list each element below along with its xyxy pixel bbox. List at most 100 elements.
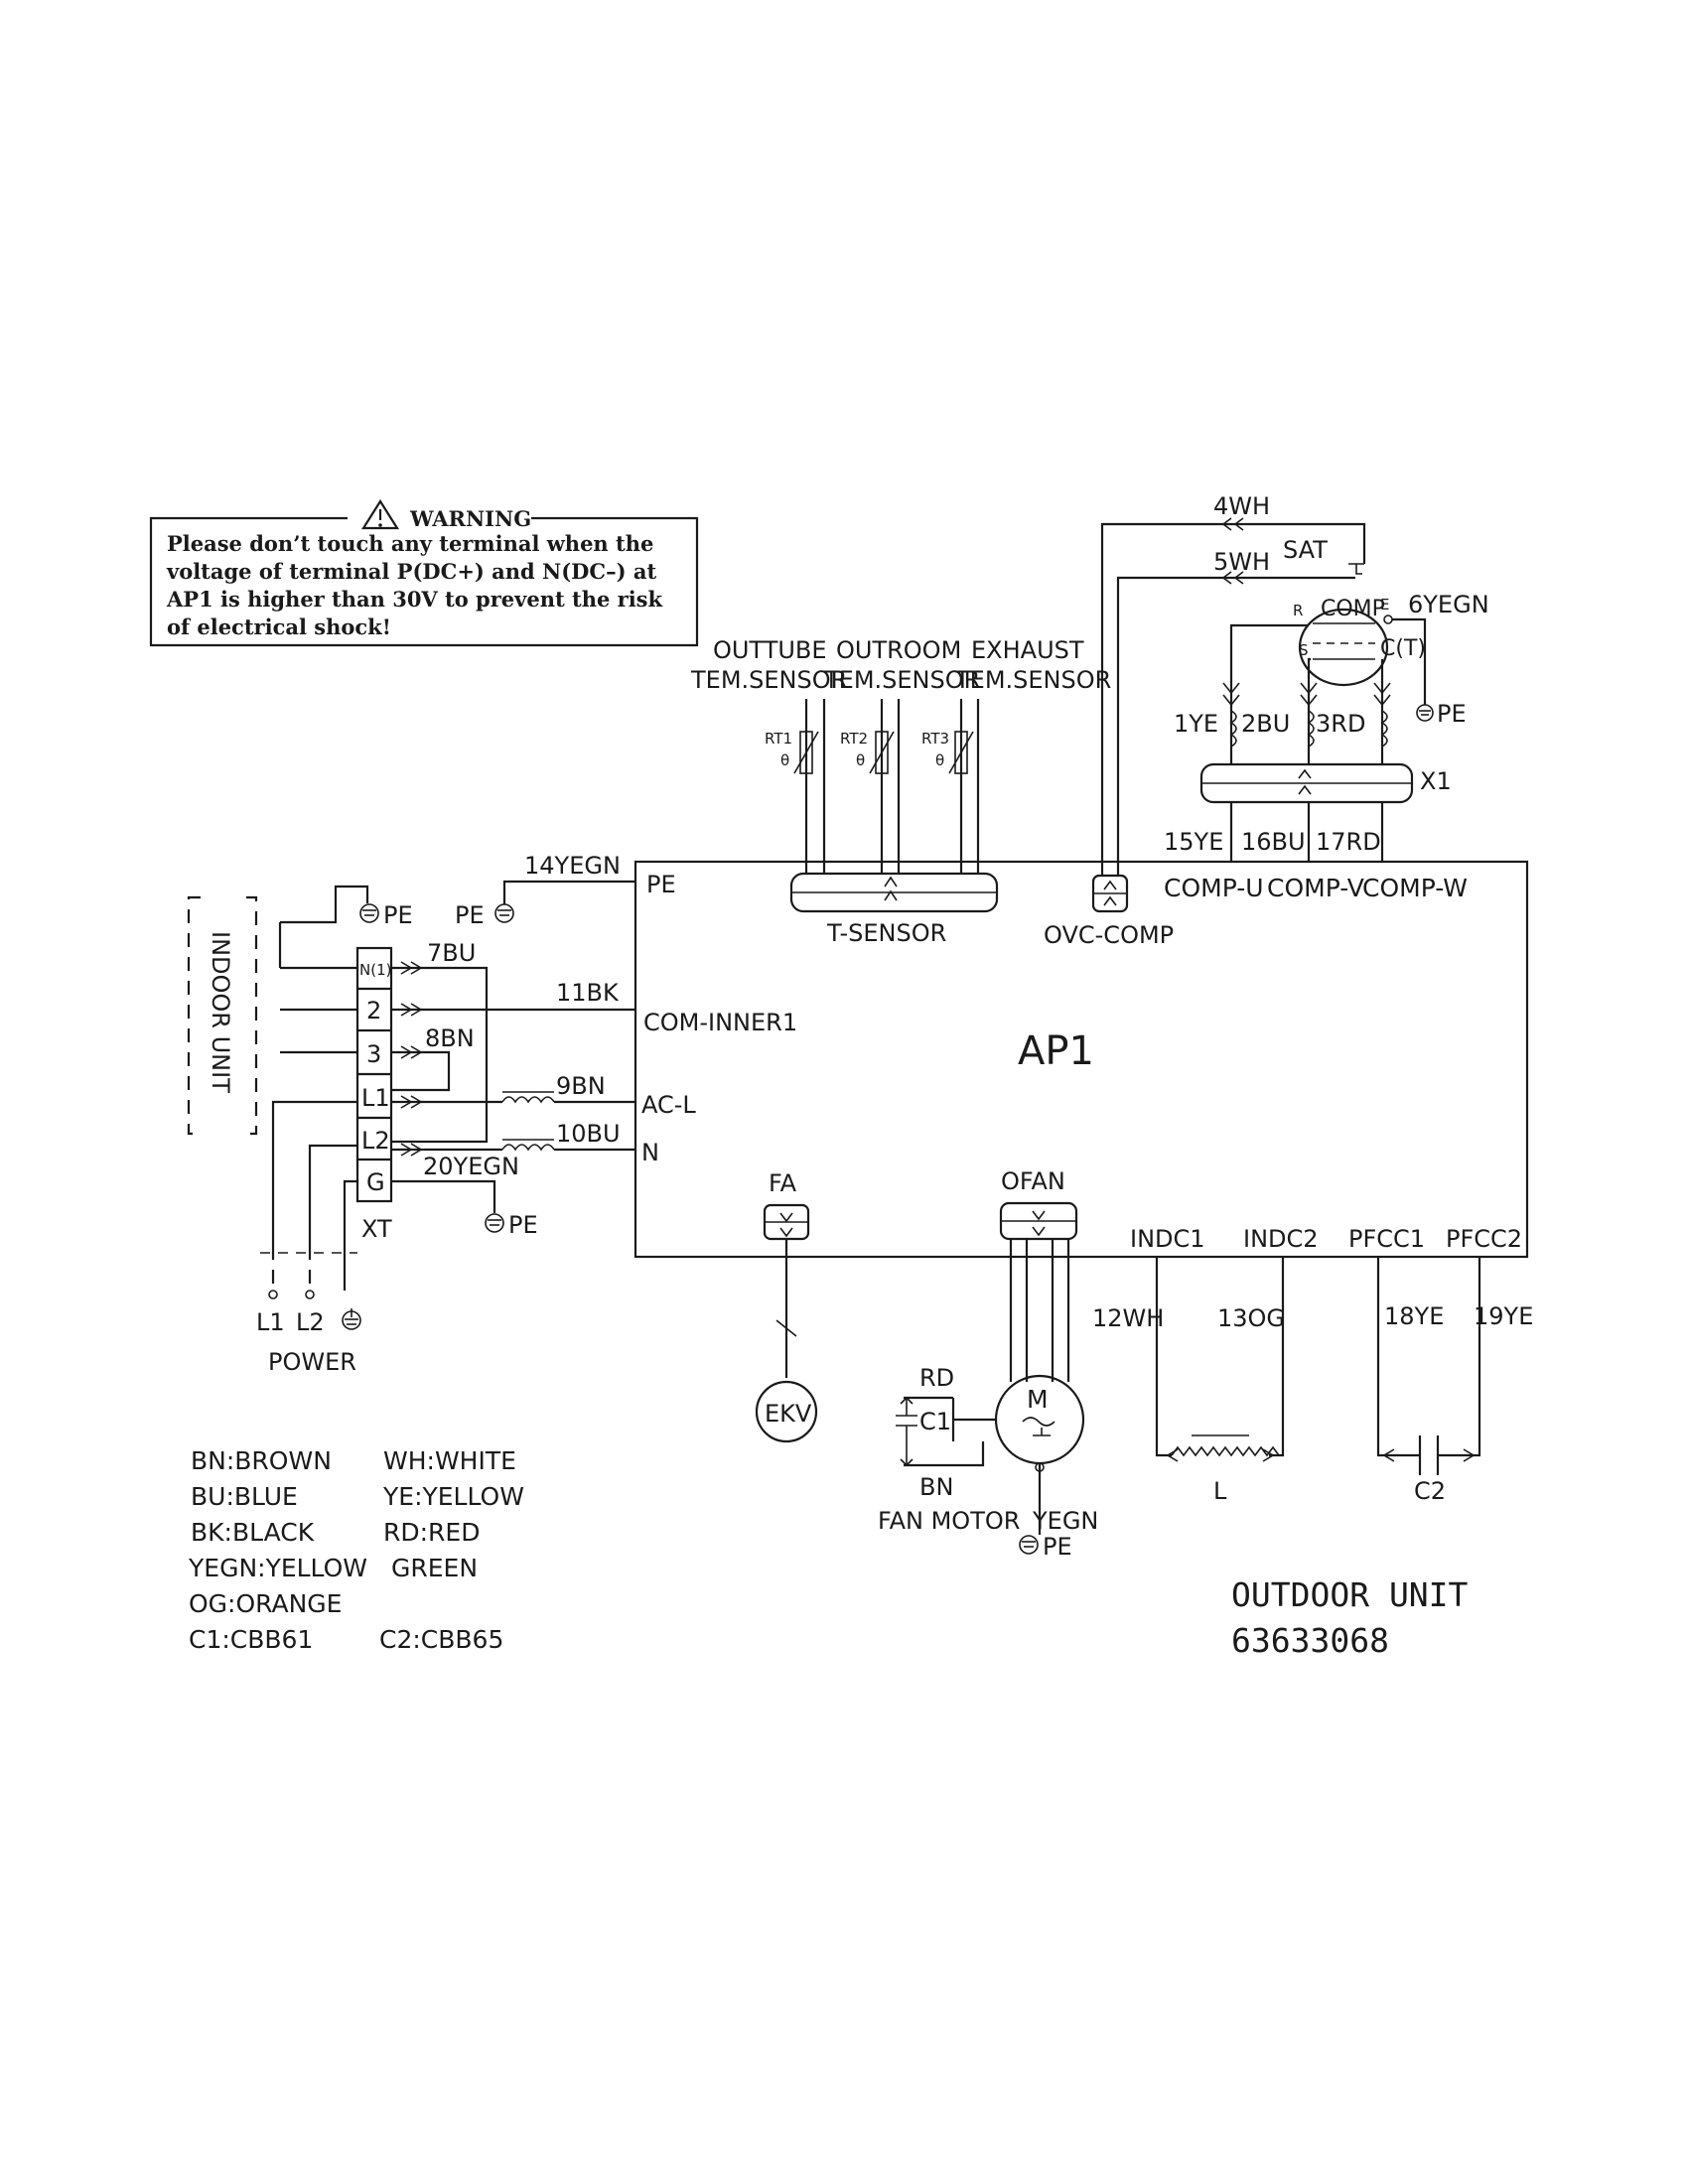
legend-c1: C1:CBB61 [189, 1625, 313, 1654]
rt1-thermistor [799, 731, 813, 774]
ac-l-choke [501, 1096, 555, 1104]
rt2-theta: θ [856, 751, 865, 769]
power-l2-label: L2 [296, 1308, 325, 1336]
ap1-label: AP1 [1018, 1028, 1094, 1074]
compressor-body [1298, 608, 1389, 687]
wire-8bn-label: 8BN [425, 1024, 475, 1052]
wire-18ye-label: 18YE [1384, 1302, 1444, 1330]
winding-v [1307, 710, 1315, 748]
ap1-pe-ground-icon [494, 903, 514, 923]
fan-motor-group: M C1 RD BN FAN MOTOR YEGN PE [878, 1201, 1098, 1561]
warning-box: WARNING Please don’t touch any terminal … [149, 498, 699, 647]
fa-connector-label: FA [769, 1169, 797, 1197]
capacitor-c2-label: C2 [1414, 1477, 1446, 1505]
fan-pe-label: PE [1043, 1533, 1072, 1561]
rt3-label: RT3 [921, 730, 949, 748]
terminal-l1-label: L1 [361, 1084, 390, 1112]
t-sensor-label: T-SENSOR [826, 919, 946, 947]
acl-terminal: AC-L [641, 1091, 696, 1119]
fan-ground-icon [1019, 1535, 1039, 1555]
c1-label: C1 [919, 1408, 951, 1435]
indoor-pe-label: PE [383, 901, 413, 929]
comp-s-label: S [1299, 641, 1309, 659]
legend-wh: WH:WHITE [383, 1446, 516, 1475]
pfcc1-terminal: PFCC1 [1348, 1225, 1425, 1253]
fan-rd-label: RD [919, 1364, 954, 1392]
legend-ye: YE:YELLOW [382, 1482, 524, 1511]
com-inner1-terminal: COM-INNER1 [643, 1009, 797, 1036]
warning-line-4: of electrical shock! [167, 614, 391, 639]
ovc-comp-label: OVC-COMP [1044, 921, 1174, 949]
wire-13og-label: 13OG [1217, 1304, 1285, 1332]
comp-r-label: R [1293, 602, 1303, 619]
comp-ground-icon [1416, 704, 1434, 722]
sensor-group: OUTTUBE TEM.SENSOR OUTROOM TEM.SENSOR EX… [690, 636, 1111, 947]
legend-bk: BK:BLACK [191, 1518, 315, 1547]
indc2-terminal: INDC2 [1243, 1225, 1319, 1253]
pfcc2-terminal: PFCC2 [1446, 1225, 1522, 1253]
indoor-unit-label: INDOOR UNIT [207, 931, 234, 1093]
warning-triangle-icon [361, 498, 399, 530]
warning-line-3: AP1 is higher than 30V to prevent the ri… [166, 587, 663, 612]
terminal-3-label: 3 [366, 1040, 381, 1068]
ekv-group: EKV [755, 1203, 818, 1443]
rt3-theta: θ [935, 751, 944, 769]
rt2-label: RT2 [840, 730, 868, 748]
wire-17rd-label: 17RD [1316, 828, 1381, 856]
terminal-g-label: G [366, 1168, 385, 1196]
wire-4wh-label: 4WH [1213, 492, 1270, 520]
n-choke [501, 1144, 555, 1152]
ofan-connector-label: OFAN [1001, 1167, 1065, 1195]
legend-rd: RD:RED [383, 1518, 480, 1547]
fan-bn-label: BN [919, 1473, 953, 1501]
indoor-ground-icon [359, 903, 379, 923]
winding-w [1380, 710, 1388, 748]
wire-6yegn-label: 6YEGN [1408, 591, 1489, 618]
legend-c2: C2:CBB65 [379, 1625, 503, 1654]
outroom-sensor-title: OUTROOM [836, 636, 961, 664]
color-legend: BN:BROWN WH:WHITE BU:BLUE YE:YELLOW BK:B… [188, 1446, 524, 1654]
comp-pe-label: PE [1437, 700, 1467, 728]
ap1-pe-terminal: PE [646, 871, 676, 898]
power-l1-label: L1 [256, 1308, 285, 1336]
outdoor-unit-title: OUTDOOR UNIT [1231, 1575, 1469, 1614]
wire-12wh-label: 12WH [1092, 1304, 1164, 1332]
wire-3rd-label: 3RD [1316, 710, 1365, 738]
fan-motor-label: FAN MOTOR [878, 1507, 1020, 1535]
outroom-sensor-subtitle: TEM.SENSOR [823, 666, 980, 694]
g-pe-label: PE [508, 1211, 538, 1239]
legend-yegn: YEGN:YELLOW [188, 1554, 367, 1582]
rt1-label: RT1 [765, 730, 792, 748]
wire-14yegn-label: 14YEGN [524, 852, 621, 880]
rt2-thermistor [875, 731, 889, 774]
exhaust-sensor-title: EXHAUST [971, 636, 1084, 664]
legend-green: GREEN [391, 1554, 478, 1582]
warning-line-2: voltage of terminal P(DC+) and N(DC–) at [166, 559, 656, 584]
inductor-group: 12WH 13OG L [1092, 1257, 1285, 1505]
power-ground-icon [342, 1308, 361, 1330]
warning-line-1: Please don’t touch any terminal when the [167, 531, 653, 556]
compressor-label: COMP [1321, 597, 1385, 621]
rt3-thermistor [954, 731, 968, 774]
terminal-block: INDOOR UNIT N(1) 2 3 L1 L2 G XT PE PE [187, 852, 635, 1376]
capacitor-group: 18YE 19YE C2 [1376, 1257, 1533, 1505]
fan-m-label: M [1027, 1385, 1049, 1414]
n-terminal: N [641, 1139, 659, 1166]
warning-title: WARNING [409, 506, 531, 531]
outtube-sensor-title: OUTTUBE [713, 636, 827, 664]
wire-10bu-label: 10BU [556, 1120, 621, 1148]
wire-16bu-label: 16BU [1241, 828, 1306, 856]
comp-v-terminal: COMP-V [1267, 874, 1364, 902]
comp-ct-label: C(T) [1380, 636, 1426, 661]
indc1-terminal: INDC1 [1130, 1225, 1205, 1253]
sat-switch [1348, 563, 1364, 575]
pe-label-ap1: PE [455, 901, 485, 929]
terminal-l2-label: L2 [361, 1127, 390, 1155]
sat-label: SAT [1283, 536, 1328, 564]
wire-5wh-label: 5WH [1213, 548, 1270, 576]
wire-2bu-label: 2BU [1241, 710, 1290, 738]
inductor-l-label: L [1213, 1477, 1227, 1505]
wire-1ye-label: 1YE [1174, 710, 1218, 738]
pfc-inductor [1171, 1445, 1280, 1457]
